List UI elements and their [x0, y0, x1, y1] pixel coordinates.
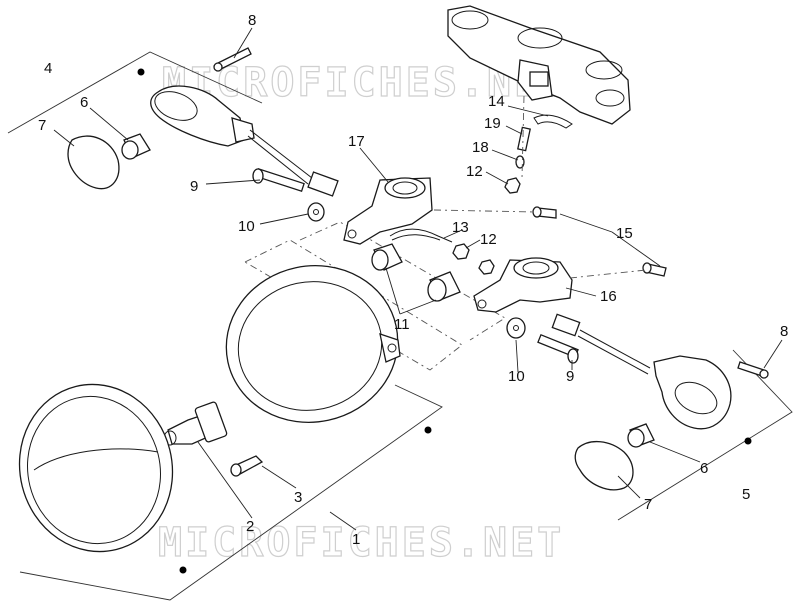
callout-12: 12: [480, 231, 497, 248]
right-indicator-housing: [653, 355, 732, 430]
callout-5: 5: [742, 486, 750, 503]
callouts: 8 4 6 7 9 10 17 14 19 18 12 13 12 15 16 …: [38, 12, 788, 548]
callout-7: 7: [644, 496, 652, 513]
group-bracket-headlight: [19, 384, 443, 601]
bolt-15-lower: [642, 262, 667, 277]
right-indicator-lens: [574, 441, 634, 491]
group-bracket-left-indicator: [7, 51, 263, 134]
rubber-bush-11b: [427, 271, 461, 302]
washer-18: [515, 155, 525, 169]
callout-4: 4: [44, 60, 52, 77]
headlight-bulb-2: [163, 401, 228, 446]
callout-8: 8: [248, 12, 256, 29]
leader-lines: [53, 27, 783, 531]
right-indicator-wiring: [551, 313, 651, 375]
washer-10-left: [307, 202, 325, 222]
group-dot: [744, 437, 752, 445]
callout-6: 6: [700, 460, 708, 477]
left-bracket-17: [343, 177, 433, 245]
right-indicator-bulb: [627, 423, 655, 448]
triple-clamp: [447, 5, 631, 125]
callout-1: 1: [352, 531, 360, 548]
group-dot: [179, 566, 187, 574]
screw-8-left: [213, 47, 252, 72]
parking-bulb-3: [230, 455, 264, 477]
screw-8-right: [737, 361, 769, 379]
callout-9: 9: [190, 178, 198, 195]
callout-14: 14: [488, 93, 505, 110]
callout-12: 12: [466, 163, 483, 180]
left-indicator-housing: [150, 85, 339, 197]
callout-6: 6: [80, 94, 88, 111]
bolt-9-left: [252, 167, 305, 193]
nut-12a: [452, 243, 470, 260]
wire-clip-13: [389, 228, 453, 243]
callout-18: 18: [472, 139, 489, 156]
group-dot: [424, 426, 432, 434]
alignment-lines: [433, 95, 647, 279]
nut-12c: [504, 177, 521, 194]
group-dot: [137, 68, 145, 76]
left-indicator-bulb: [121, 133, 151, 160]
callout-3: 3: [294, 489, 302, 506]
spring-pin-14: [533, 114, 573, 129]
headlight-shell: [225, 264, 401, 424]
callout-15: 15: [616, 225, 633, 242]
watermark-bottom: MICROFICHES.NET: [158, 520, 564, 566]
washer-10-right: [506, 317, 526, 339]
callout-9: 9: [566, 368, 574, 385]
callout-16: 16: [600, 288, 617, 305]
nut-12b: [478, 259, 495, 275]
callout-11: 11: [394, 316, 410, 333]
bolt-15-upper: [532, 206, 557, 219]
callout-19: 19: [484, 115, 501, 132]
callout-10: 10: [238, 218, 255, 235]
bolt-9-right: [537, 333, 579, 364]
callout-13: 13: [452, 219, 469, 236]
callout-10: 10: [508, 368, 525, 385]
headlight-lens: [18, 383, 174, 553]
rubber-bush-11a: [371, 243, 403, 271]
right-bracket-16: [473, 257, 573, 313]
callout-2: 2: [246, 518, 254, 535]
dashed-zone-right: [299, 221, 506, 341]
pin-19: [517, 126, 531, 152]
callout-17: 17: [348, 133, 365, 150]
left-indicator-lens: [67, 135, 120, 190]
callout-8: 8: [780, 323, 788, 340]
callout-7: 7: [38, 117, 46, 134]
